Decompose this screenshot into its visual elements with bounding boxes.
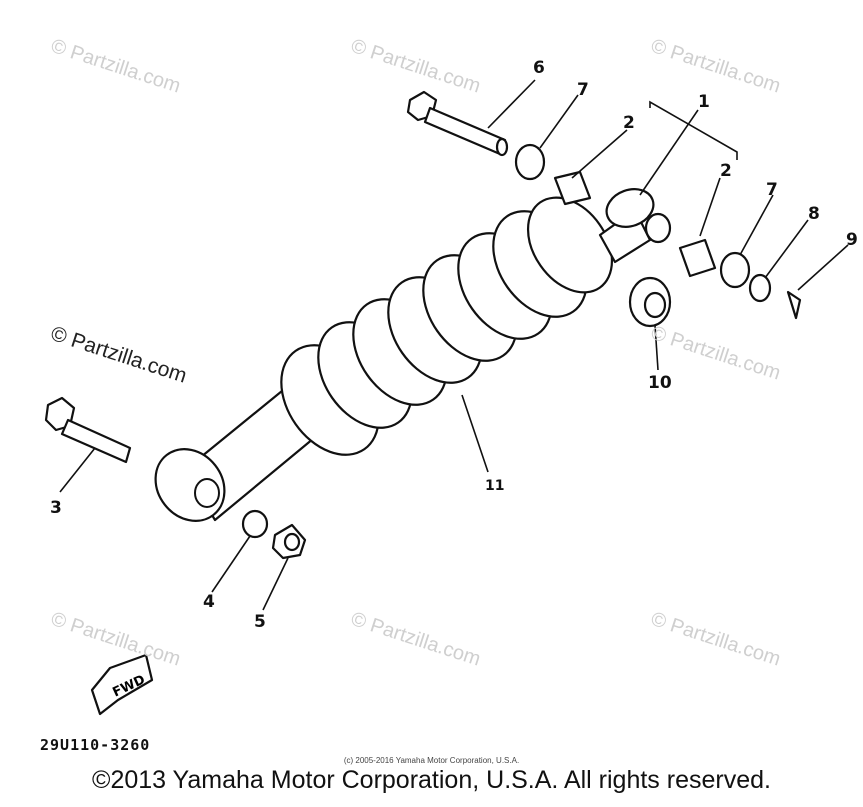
cotter-pin-9 [786,290,802,320]
callout-2-left: 2 [623,113,635,133]
callout-7-right: 7 [766,180,778,200]
callout-6: 6 [533,58,545,78]
callout-2-right: 2 [720,161,732,181]
footer-copyright: ©2013 Yamaha Motor Corporation, U.S.A. A… [92,766,771,794]
callout-1: 1 [698,92,710,112]
small-copyright: (c) 2005-2016 Yamaha Motor Corporation, … [343,756,520,765]
bushing-2-right [678,238,717,278]
washer-8 [748,273,772,303]
diagram-code: 29U110-3260 [40,736,151,754]
bolt-6 [406,90,509,157]
bushing-2-left [553,170,592,206]
callout-4: 4 [203,592,215,612]
callout-9: 9 [846,230,858,250]
callout-7-left: 7 [577,80,589,100]
nut-5 [271,523,307,560]
callout-8: 8 [808,204,820,224]
callout-3: 3 [50,498,62,518]
adjuster-ring-10 [628,276,672,328]
callout-10: 10 [648,373,672,393]
bolt-3 [44,396,132,464]
callout-5: 5 [254,612,266,632]
leader-lines [59,79,849,611]
fwd-arrow [90,653,154,716]
shock-spring [280,196,614,456]
washer-7-right [719,251,751,289]
washer-7-left [514,143,546,181]
washer-4 [241,509,269,539]
shock-top-eye [598,188,672,264]
callout-11: 11 [485,478,505,494]
